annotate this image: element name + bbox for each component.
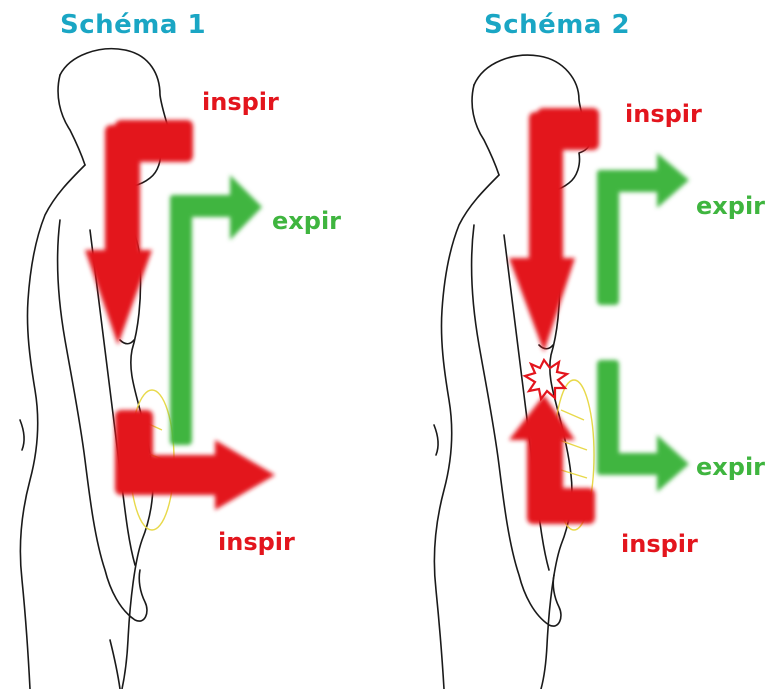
schema-2-label-expir-top: expir <box>696 192 765 220</box>
inspir-arrow-top <box>509 108 599 352</box>
schema-1-label-expir: expir <box>272 207 341 235</box>
schema-2-title: Schéma 2 <box>484 10 630 40</box>
expir-arrow-top <box>597 153 689 305</box>
schema-2-label-inspir-bottom: inspir <box>621 530 698 558</box>
schema-2-figure <box>389 0 778 689</box>
schema-1-title: Schéma 1 <box>60 10 206 40</box>
expir-arrow-bottom <box>597 360 689 492</box>
collision-starburst-icon <box>525 360 567 399</box>
schema-1-label-inspir-bottom: inspir <box>218 528 295 556</box>
schema-1-panel: Schéma 1 inspir expir inspir <box>0 0 389 689</box>
human-figure-outline <box>434 55 589 689</box>
inspir-arrow-bottom <box>509 395 595 524</box>
schema-1-figure <box>0 0 389 689</box>
expir-arrow <box>170 175 262 445</box>
inspir-arrow-bottom <box>115 410 275 510</box>
schema-2-label-inspir-top: inspir <box>625 100 702 128</box>
schema-2-panel: Schéma 2 inspir expir expir inspir <box>389 0 778 689</box>
schema-2-label-expir-bottom: expir <box>696 453 765 481</box>
schema-1-label-inspir-top: inspir <box>202 88 279 116</box>
